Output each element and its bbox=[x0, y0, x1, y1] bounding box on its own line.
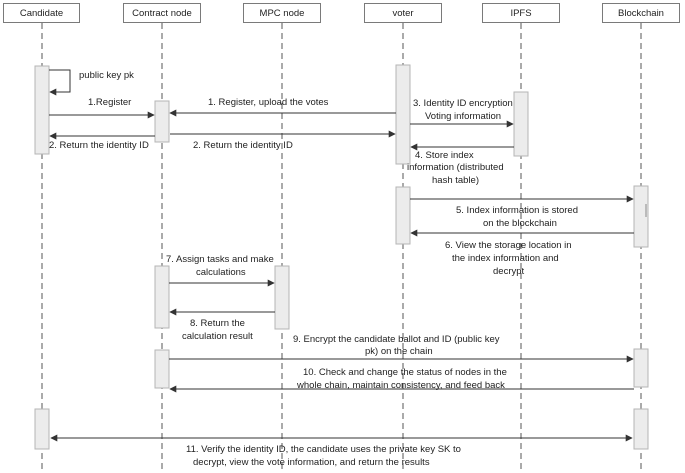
label-store-index-3: hash table) bbox=[432, 175, 480, 186]
label-view-storage-2: the index information and bbox=[452, 253, 559, 264]
label-verify-identity-1: 11. Verify the identity ID, the candidat… bbox=[186, 444, 461, 455]
activation-blockchain-2 bbox=[633, 348, 649, 388]
label-view-storage-1: 6. View the storage location in bbox=[445, 240, 572, 251]
activation-voter-1 bbox=[395, 64, 411, 165]
actor-contract-node: Contract node bbox=[123, 3, 201, 23]
actor-voter: voter bbox=[364, 3, 442, 23]
label-return-result-2: calculation result bbox=[182, 331, 253, 342]
activation-ipfs-1 bbox=[513, 91, 529, 157]
label-check-status-2: whole chain, maintain consistency, and f… bbox=[297, 380, 505, 391]
label-return-id-voter: 2. Return the identity ID bbox=[193, 140, 293, 151]
activation-candidate-2 bbox=[34, 408, 50, 450]
activation-contract-1 bbox=[154, 100, 170, 143]
label-public-key: public key pk bbox=[79, 70, 134, 81]
activation-contract-2 bbox=[154, 265, 170, 329]
actor-blockchain: Blockchain bbox=[602, 3, 680, 23]
label-view-storage-3: decrypt bbox=[493, 266, 525, 277]
actor-ipfs: IPFS bbox=[482, 3, 560, 23]
label-index-stored-1: 5. Index information is stored bbox=[456, 205, 578, 216]
label-assign-tasks-2: calculations bbox=[196, 267, 246, 278]
label-identity-encryption-2: Voting information bbox=[425, 111, 502, 122]
label-register: 1.Register bbox=[88, 97, 132, 108]
actor-mpc-node: MPC node bbox=[243, 3, 321, 23]
activation-voter-2 bbox=[395, 186, 411, 245]
actor-candidate: Candidate bbox=[3, 3, 80, 23]
label-return-result-1: 8. Return the bbox=[190, 318, 245, 329]
label-return-id-candidate: 2. Return the identity ID bbox=[49, 140, 149, 151]
label-store-index-2: information (distributed bbox=[407, 162, 504, 173]
label-encrypt-ballot-1: 9. Encrypt the candidate ballot and ID (… bbox=[293, 334, 500, 345]
activation-candidate-1 bbox=[34, 65, 50, 155]
label-verify-identity-2: decrypt, view the vote information, and … bbox=[193, 457, 430, 468]
label-store-index-1: 4. Store index bbox=[415, 150, 474, 161]
label-register-upload: 1. Register, upload the votes bbox=[208, 97, 329, 108]
activation-contract-3 bbox=[154, 349, 170, 389]
activation-mpc-1 bbox=[274, 265, 290, 330]
label-identity-encryption-1: 3. Identity ID encryption bbox=[413, 98, 513, 109]
activation-blockchain-1 bbox=[633, 185, 649, 248]
arrow-self-public-key bbox=[49, 69, 71, 96]
label-index-stored-2: on the blockchain bbox=[483, 218, 557, 229]
label-assign-tasks-1: 7. Assign tasks and make bbox=[166, 254, 274, 265]
label-encrypt-ballot-2: pk) on the chain bbox=[365, 346, 433, 357]
activation-blockchain-3 bbox=[633, 408, 649, 450]
label-check-status-1: 10. Check and change the status of nodes… bbox=[303, 367, 507, 378]
